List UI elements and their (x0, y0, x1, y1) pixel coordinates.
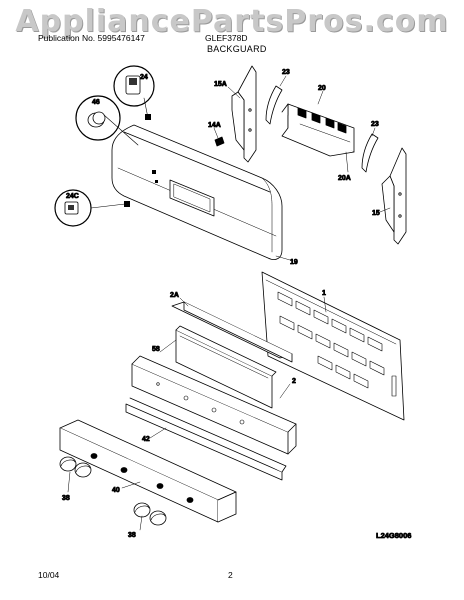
mounting-clip (214, 136, 225, 147)
section-title: BACKGUARD (207, 44, 267, 54)
spring-clip-lower (361, 133, 379, 173)
callout-14a: 14A (208, 122, 221, 129)
inner-heat-shield (175, 325, 277, 409)
callout-24c: 24C (66, 193, 79, 200)
callout-24: 24 (140, 74, 148, 81)
control-panel-knob-panel (59, 419, 237, 523)
spring-clip-upper (265, 85, 283, 125)
trim-rail (125, 397, 287, 481)
callout-38-left: 38 (62, 495, 70, 502)
indicator-light (54, 189, 130, 227)
callout-58: 58 (152, 346, 160, 353)
page-number: 2 (228, 570, 233, 580)
callout-42: 42 (142, 436, 150, 443)
callout-2: 2 (292, 378, 296, 385)
timer-knob (75, 95, 139, 146)
figure-code: L24G8006 (376, 531, 411, 540)
burner-knobs-right (133, 502, 167, 526)
callout-20a: 20A (338, 175, 351, 182)
callout-46: 46 (92, 99, 100, 106)
callout-15: 15 (372, 210, 380, 217)
callout-20: 20 (318, 85, 326, 92)
callout-40: 40 (112, 487, 120, 494)
callout-23-upper: 23 (282, 69, 290, 76)
callout-38-right: 38 (128, 532, 136, 539)
callout-1: 1 (322, 290, 326, 297)
publication-number: Publication No. 5995476147 (38, 33, 145, 43)
callout-15a: 15A (214, 81, 227, 88)
rear-cover-panel (261, 271, 405, 421)
callout-19: 19 (290, 259, 298, 266)
manifold-panel (131, 355, 297, 455)
burner-knobs-left (59, 456, 92, 478)
leader-lines (67, 75, 391, 531)
watermark-logo: AppliancePartsPros.com (15, 4, 449, 39)
electronic-control-board (281, 103, 355, 157)
footer-date: 10/04 (38, 570, 60, 580)
end-bracket-right (381, 147, 407, 245)
callout-2a: 2A (170, 292, 179, 299)
upper-heat-shield (171, 301, 293, 363)
rocker-switch (113, 65, 155, 120)
backguard-panel (111, 124, 283, 260)
model-number: GLEF378D (205, 33, 248, 43)
end-bracket-left (231, 65, 257, 163)
callout-23-lower: 23 (371, 121, 379, 128)
